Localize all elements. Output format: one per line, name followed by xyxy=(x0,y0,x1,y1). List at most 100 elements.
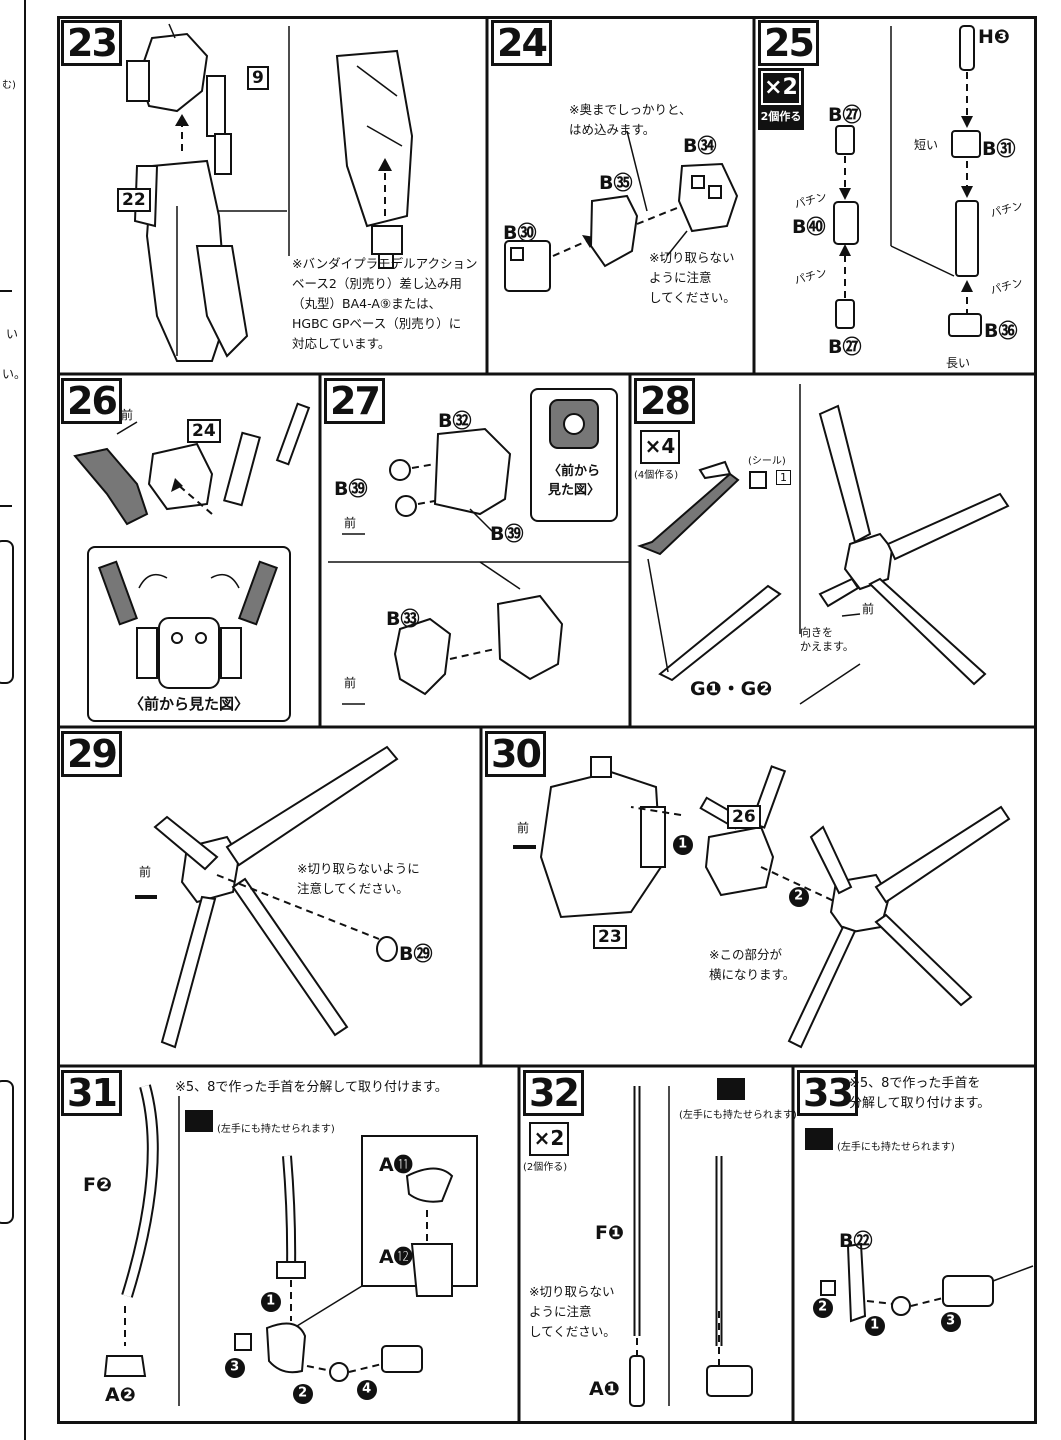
part-label: 26 xyxy=(727,805,761,829)
front-view-box: 〈前から 見た図〉 xyxy=(530,388,618,522)
seal-label: (シール) xyxy=(748,456,786,467)
stand-base-illustration xyxy=(135,745,399,1049)
part-label: B㊱ xyxy=(984,320,1018,342)
part-label: B㊵ xyxy=(792,216,826,238)
part-label: B㊴ xyxy=(490,523,524,545)
part-label: B㉜ xyxy=(438,410,472,432)
hand-icon xyxy=(185,1110,213,1132)
hand-icon xyxy=(805,1128,833,1150)
step-29: 29 前 ※切り取らないように 注意してください。 B㉙ xyxy=(57,727,481,1066)
quantity-sub: 2個作る xyxy=(760,110,802,123)
seal-number: 1 xyxy=(776,470,791,485)
short-label: 短い xyxy=(914,138,939,152)
insertion-note: ※奥までしっかりと、 はめ込みます。 xyxy=(569,102,692,137)
part-label: B㊴ xyxy=(334,478,368,500)
view-caption: 〈前から 見た図〉 xyxy=(547,464,600,498)
step-27: 27 B㉜ B㊴ B㊴ B㉝ 前 前 〈前から 見た図〉 xyxy=(320,374,630,727)
hand-note: (左手にも持たせられます) xyxy=(837,1142,955,1153)
step-24: 24 B㉚ B㉟ B㉞ ※奥までしっかりと、 はめ込みます。 ※切り取らない よ… xyxy=(487,16,754,374)
part-label: B㉝ xyxy=(386,608,420,630)
step-number: 24 xyxy=(491,20,552,66)
cut-warning-note: ※切り取らないように 注意してください。 xyxy=(297,861,420,896)
part-label: 23 xyxy=(593,925,627,949)
sword-grip-illustration xyxy=(103,1084,478,1406)
step-number: 27 xyxy=(324,378,385,424)
left-margin-fragment: む) xyxy=(2,80,16,91)
step-number: 23 xyxy=(61,20,122,66)
wrist-note: ※5、8で作った手首を分解して取り付けます。 xyxy=(175,1080,448,1095)
part-label: F❶ xyxy=(595,1222,625,1244)
part-label: B㉚ xyxy=(503,222,537,244)
part-label: B㉗ xyxy=(828,104,862,126)
part-label: G❶・G❷ xyxy=(690,678,773,700)
step-number: 30 xyxy=(485,731,546,777)
step-30: 30 前 26 23 1 2 ※この部分が 横になります。 xyxy=(481,727,1037,1066)
step-number: 33 xyxy=(797,1070,858,1116)
step-number: 31 xyxy=(61,1070,122,1116)
part-label: B㉒ xyxy=(839,1230,873,1252)
mount-on-stand-illustration xyxy=(513,756,1011,1049)
part-label: B㉞ xyxy=(683,135,717,157)
hand-icon xyxy=(717,1078,745,1100)
rotate-note: 向きを かえます。 xyxy=(800,626,854,653)
left-margin-fragment: い。 xyxy=(2,367,27,381)
hub-assembly-illustration xyxy=(328,427,630,705)
step-23: 23 9 22 ※バンダイプラモデルアクション ベース2（別売り）差し込み用 （… xyxy=(57,16,487,374)
step-31: 31 ※5、8で作った手首を分解して取り付けます。 (左手にも持たせられます) … xyxy=(57,1066,519,1424)
step-number: 26 xyxy=(61,378,122,424)
step-32: 32 ×2 (2個作る) (左手にも持たせられます) F❶ A❶ ※切り取らない… xyxy=(519,1066,797,1424)
part-label: A⓫ xyxy=(379,1154,413,1176)
quantity-badge: ×4 xyxy=(640,430,680,464)
pin-assembly-illustration xyxy=(833,25,982,337)
quantity-sub: (4個作る) xyxy=(634,470,679,481)
front-view-box: 〈前から見た図〉 xyxy=(87,546,291,722)
joint-assembly-illustration xyxy=(504,130,739,292)
part-label: A⓬ xyxy=(379,1246,413,1268)
part-label: B㉛ xyxy=(982,138,1016,160)
front-view-illustration xyxy=(98,560,278,689)
front-direction-label: 前 xyxy=(139,865,152,879)
view-caption: 〈前から見た図〉 xyxy=(128,695,249,713)
part-label: 9 xyxy=(247,66,269,90)
cut-warning-note: ※切り取らない ように注意 してください。 xyxy=(529,1284,616,1339)
part-label: B㉙ xyxy=(399,943,433,965)
step-number: 29 xyxy=(61,731,122,777)
step-number: 25 xyxy=(758,20,819,66)
front-direction-label: 前 xyxy=(517,821,530,835)
step-28: 28 ×4 (4個作る) (シール) 1 G❶・G❷ 前 向きを かえます。 xyxy=(630,374,1037,727)
step-33: 33 ※5、8で作った手首を 分解して取り付けます。 (左手にも持たせられます)… xyxy=(793,1066,1037,1424)
beam-saber-illustration xyxy=(629,1086,753,1407)
step-26: 26 前 24 〈前から見た図〉 xyxy=(57,374,320,727)
quantity-badge: ×2 xyxy=(529,1122,569,1156)
wrist-note: ※5、8で作った手首を 分解して取り付けます。 xyxy=(849,1076,991,1111)
part-label: A❷ xyxy=(105,1384,136,1406)
leg-assembly-illustration xyxy=(637,384,1010,705)
front-direction-label: 前 xyxy=(121,408,134,422)
front-view-illustration xyxy=(549,399,599,449)
part-label: F❷ xyxy=(83,1174,113,1196)
front-direction-label: 前 xyxy=(344,516,357,530)
part-label: B㉟ xyxy=(599,172,633,194)
weapon-grip-illustration xyxy=(820,1242,1034,1323)
long-label: 長い xyxy=(946,356,971,370)
part-label: A❶ xyxy=(589,1378,620,1400)
arm-attachment-illustration xyxy=(73,402,311,526)
cut-warning-note: ※切り取らない ように注意 してください。 xyxy=(649,250,736,305)
left-margin: む) い い。 xyxy=(0,0,30,1440)
part-label: 22 xyxy=(117,188,151,212)
page-frame xyxy=(57,16,1037,1424)
part-label: H❸ xyxy=(978,26,1010,48)
quantity-label: ×2 xyxy=(533,1126,565,1150)
compatibility-note: ※バンダイプラモデルアクション ベース2（別売り）差し込み用 （丸型）BA4-A… xyxy=(292,256,478,351)
left-margin-fragment: い xyxy=(6,327,19,341)
step-number: 32 xyxy=(523,1070,584,1116)
part-label: 24 xyxy=(187,419,221,443)
front-direction-label: 前 xyxy=(344,676,357,690)
quantity-sub: (2個作る) xyxy=(523,1162,568,1173)
quantity-badge: ×2 2個作る xyxy=(758,68,804,130)
hand-note: (左手にも持たせられます) xyxy=(679,1110,797,1121)
step-number: 28 xyxy=(634,378,695,424)
hand-note: (左手にも持たせられます) xyxy=(217,1124,335,1135)
robot-upper-body-illustration xyxy=(126,23,414,362)
